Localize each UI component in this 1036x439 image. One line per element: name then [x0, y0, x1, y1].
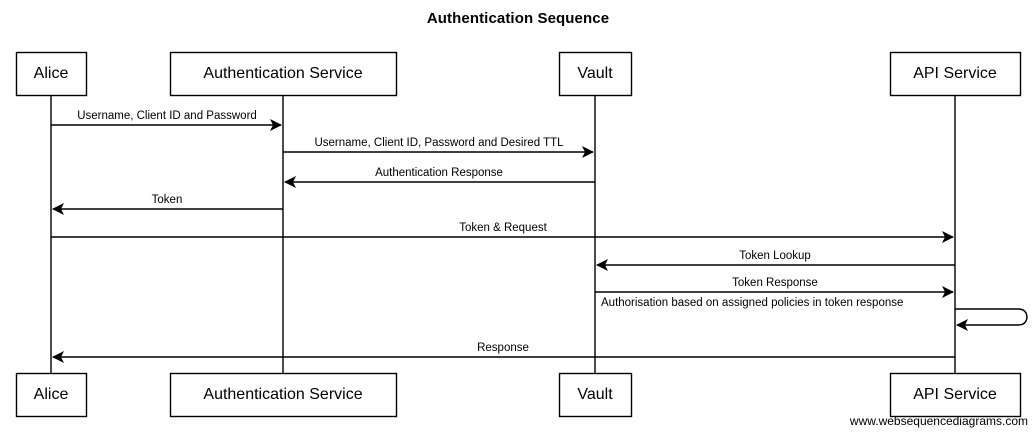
actor-box-alice-bottom[interactable]: [15, 372, 88, 418]
page-title: Authentication Sequence: [426, 10, 610, 27]
message-7-label: Token Response: [732, 277, 818, 289]
actor-label-api-bottom: API Service: [913, 385, 997, 403]
actor-box-vault-top[interactable]: [558, 51, 633, 97]
lifelines-group: [50, 95, 956, 373]
message-4-label: Token: [151, 194, 183, 206]
actor-box-api-top[interactable]: [889, 51, 1022, 97]
actor-box-auth-bottom[interactable]: [169, 372, 398, 418]
message-8-label: Authorisation based on assigned policies…: [601, 297, 904, 309]
message-1-label: Username, Client ID and Password: [77, 110, 257, 122]
footer-watermark: www.websequencediagrams.com: [849, 414, 1028, 428]
message-3-label: Authentication Response: [375, 167, 503, 179]
actor-box-vault-bottom[interactable]: [558, 372, 633, 418]
actor-box-auth-top[interactable]: [169, 51, 398, 97]
actor-label-vault-bottom: Vault: [577, 385, 613, 403]
actor-label-alice-top: Alice: [33, 64, 69, 82]
message-9-label: Response: [477, 342, 529, 354]
actor-label-auth-top: Authentication Service: [203, 64, 363, 82]
actor-label-api-top: API Service: [913, 64, 997, 82]
message-2-label: Username, Client ID, Password and Desire…: [314, 137, 564, 149]
messages-group: [51, 119, 1028, 363]
actor-box-api-bottom[interactable]: [889, 372, 1022, 418]
actor-label-auth-bottom: Authentication Service: [203, 385, 363, 403]
message-8-self-loop-arrow[interactable]: [955, 308, 1028, 331]
actor-label-vault-top: Vault: [577, 64, 613, 82]
actor-boxes-group: [15, 51, 1022, 418]
actor-box-alice-top[interactable]: [15, 51, 88, 97]
actor-label-alice-bottom: Alice: [33, 385, 69, 403]
message-5-label: Token & Request: [459, 222, 547, 234]
message-6-label: Token Lookup: [739, 250, 811, 262]
